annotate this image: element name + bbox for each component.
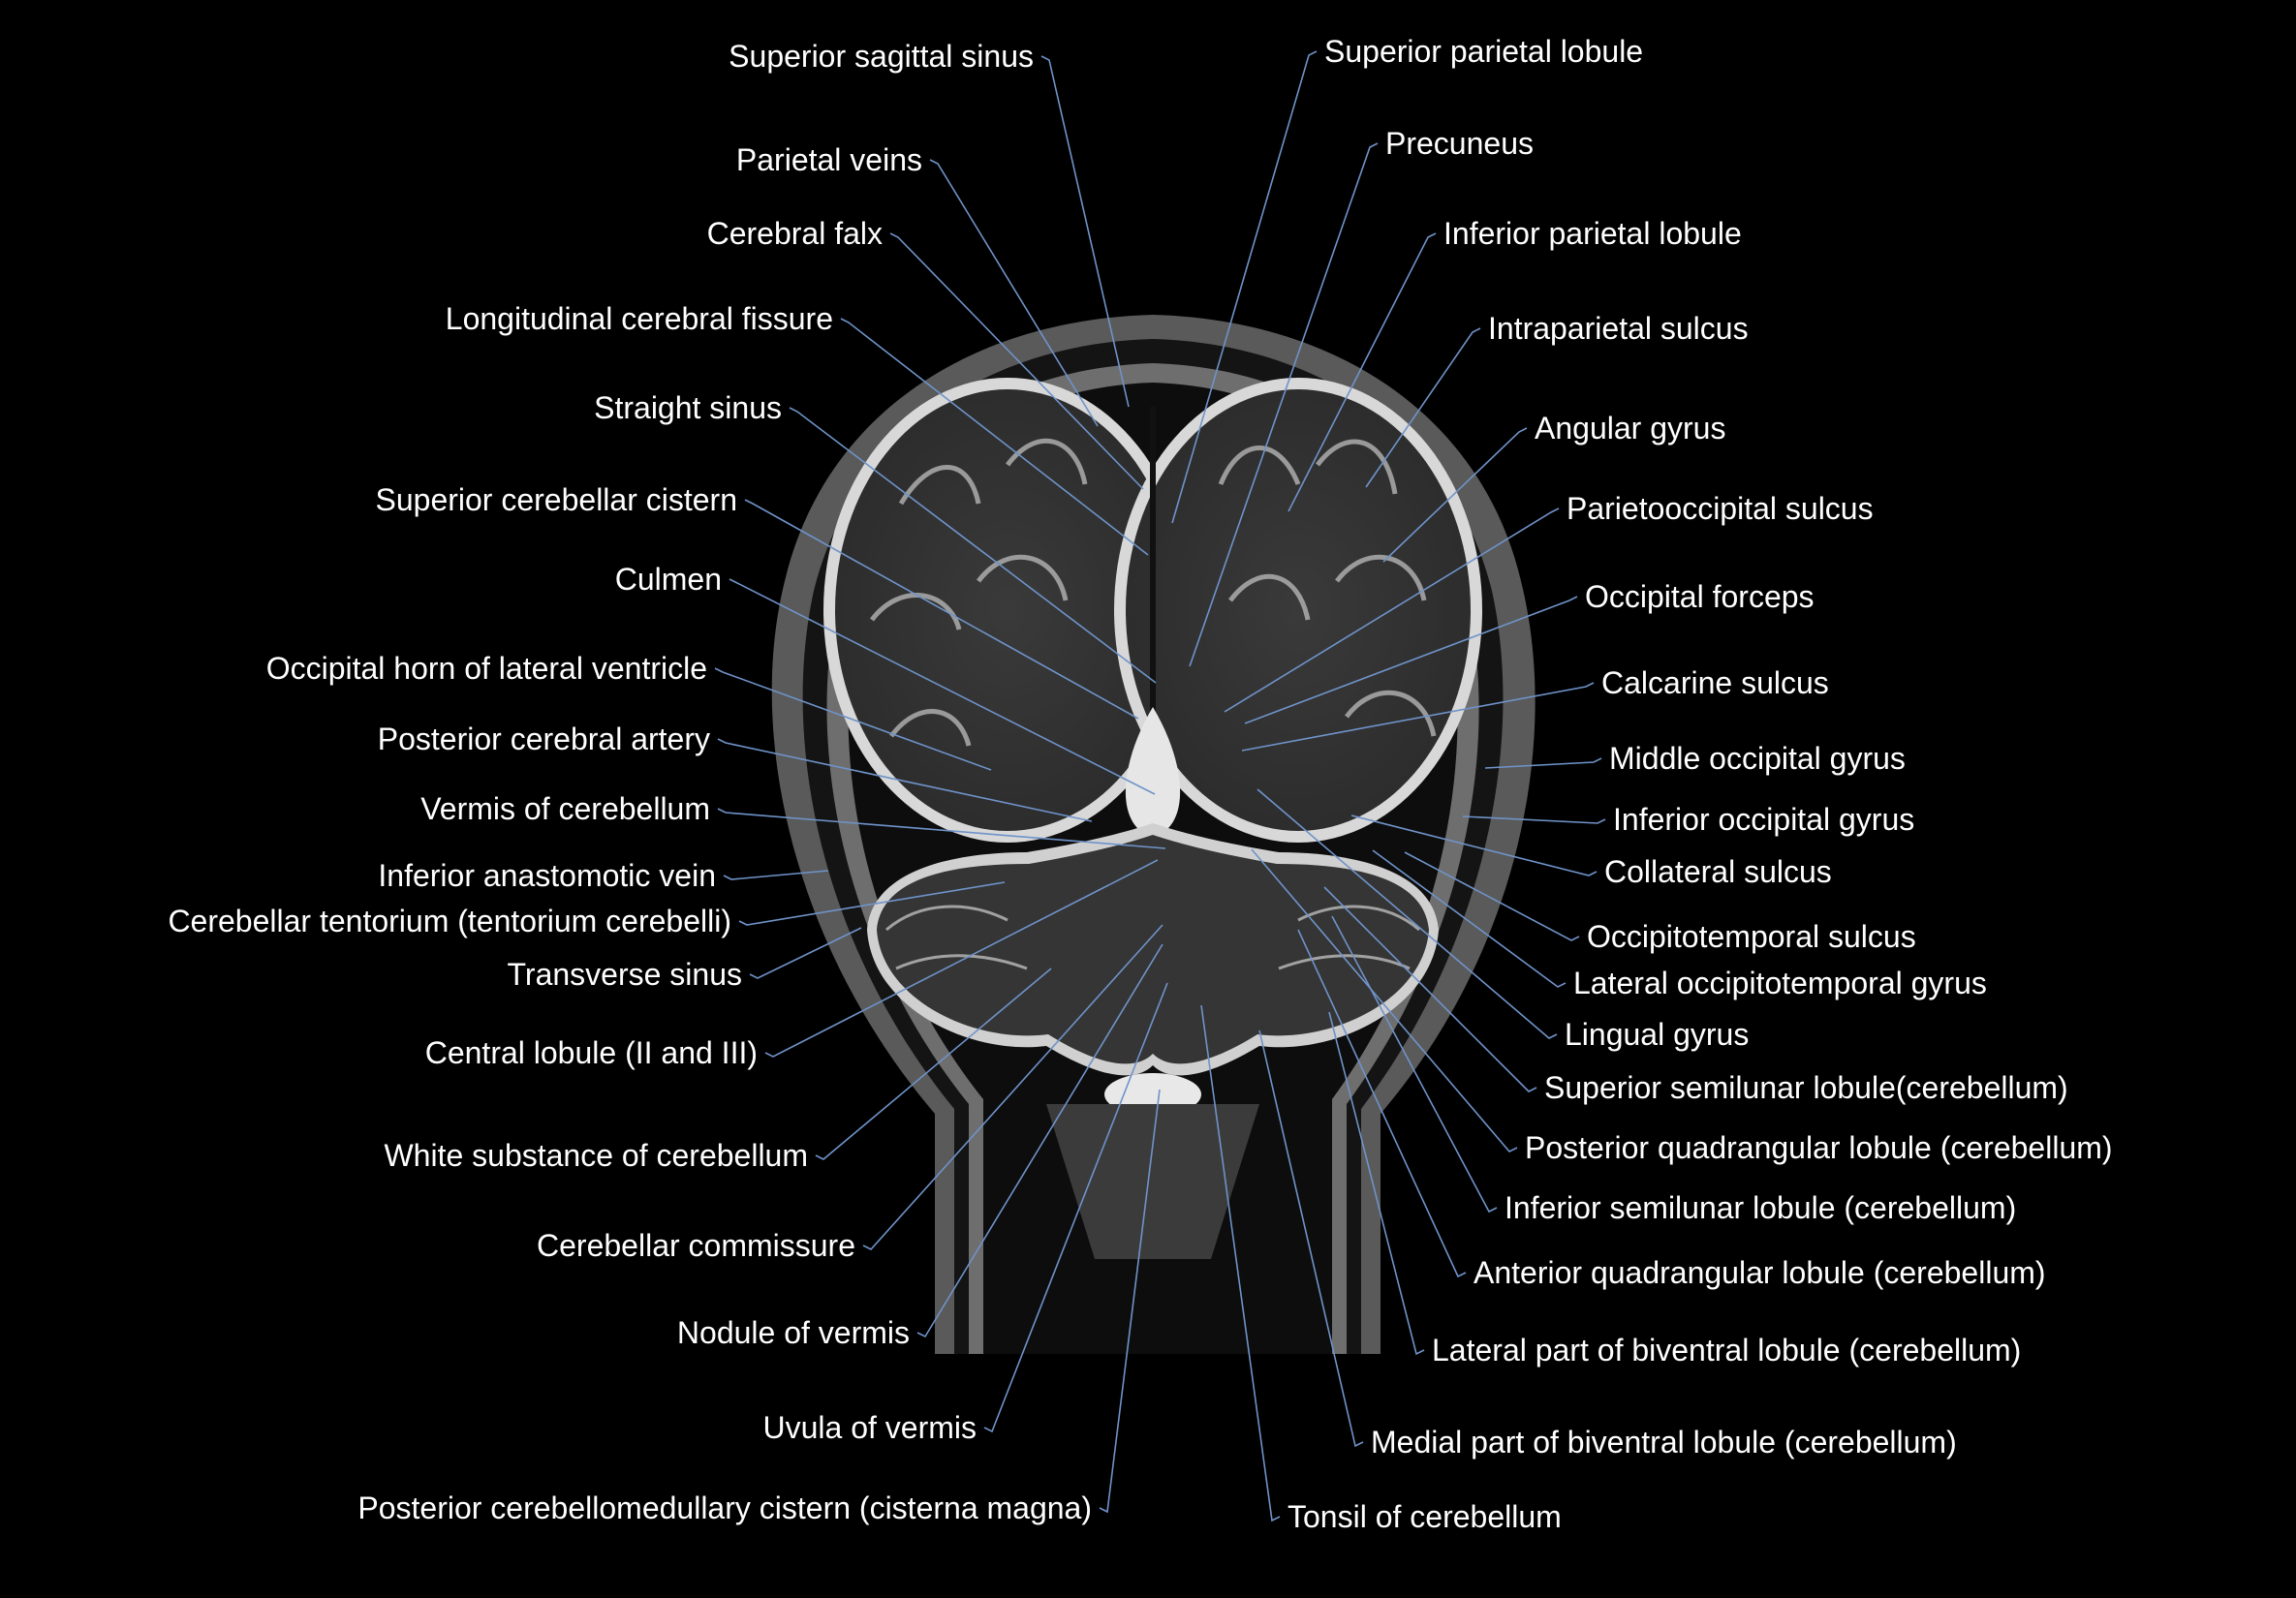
label-inferior-parietal-lobule: Inferior parietal lobule xyxy=(1443,216,1742,251)
label-occipital-horn-of-lateral-ventricle: Occipital horn of lateral ventricle xyxy=(265,651,707,686)
leader-line-parietal-veins xyxy=(929,159,1099,427)
label-angular-gyrus: Angular gyrus xyxy=(1535,411,1726,446)
label-longitudinal-cerebral-fissure: Longitudinal cerebral fissure xyxy=(445,301,833,336)
label-inferior-anastomotic-vein: Inferior anastomotic vein xyxy=(378,858,716,893)
leader-line-intraparietal-sulcus xyxy=(1365,327,1481,488)
leader-line-occipital-horn-of-lateral-ventricle xyxy=(714,667,992,771)
leader-line-inferior-semilunar-lobule-cerebellum xyxy=(1331,915,1498,1214)
label-superior-semilunar-lobule-cerebellum: Superior semilunar lobule(cerebellum) xyxy=(1544,1070,2068,1105)
label-parietal-veins: Parietal veins xyxy=(735,142,922,177)
leader-line-precuneus xyxy=(1189,142,1379,667)
leader-line-lateral-occipitotemporal-gyrus xyxy=(1372,849,1567,988)
leader-line-nodule-of-vermis xyxy=(916,943,1164,1338)
leader-line-central-lobule-ii-and-iii xyxy=(764,859,1159,1058)
leader-line-posterior-cerebral-artery xyxy=(717,738,1093,822)
leader-line-superior-sagittal-sinus xyxy=(1040,55,1130,408)
leader-line-posterior-cerebellomedullary-cistern-cisterna-magna xyxy=(1099,1089,1161,1514)
label-occipitotemporal-sulcus: Occipitotemporal sulcus xyxy=(1587,919,1916,954)
leader-line-parietooccipital-sulcus xyxy=(1224,507,1560,713)
leader-line-superior-cerebellar-cistern xyxy=(744,499,1139,720)
leader-line-superior-parietal-lobule xyxy=(1171,50,1318,524)
leader-line-tonsil-of-cerebellum xyxy=(1200,1004,1281,1522)
leader-line-cerebellar-tentorium-tentorium-cerebelli xyxy=(738,881,1006,926)
leader-line-cerebellar-commissure xyxy=(862,924,1164,1250)
leader-line-inferior-occipital-gyrus xyxy=(1462,815,1606,824)
label-medial-part-of-biventral-lobule-cerebellum: Medial part of biventral lobule (cerebel… xyxy=(1371,1425,1957,1460)
label-calcarine-sulcus: Calcarine sulcus xyxy=(1601,665,1829,700)
leader-line-anterior-quadrangular-lobule-cerebellum xyxy=(1297,929,1467,1278)
label-parietooccipital-sulcus: Parietooccipital sulcus xyxy=(1567,491,1874,526)
label-transverse-sinus: Transverse sinus xyxy=(507,957,742,992)
leader-line-collateral-sulcus xyxy=(1350,814,1598,876)
leader-line-white-substance-of-cerebellum xyxy=(815,968,1052,1160)
label-posterior-quadrangular-lobule-cerebellum: Posterior quadrangular lobule (cerebellu… xyxy=(1525,1130,2113,1165)
label-posterior-cerebellomedullary-cistern-cisterna-magna: Posterior cerebellomedullary cistern (ci… xyxy=(357,1490,1092,1525)
label-lateral-part-of-biventral-lobule-cerebellum: Lateral part of biventral lobule (cerebe… xyxy=(1432,1333,2022,1368)
label-white-substance-of-cerebellum: White substance of cerebellum xyxy=(384,1138,808,1173)
label-posterior-cerebral-artery: Posterior cerebral artery xyxy=(377,722,710,756)
leader-line-inferior-parietal-lobule xyxy=(1288,232,1437,512)
leader-line-calcarine-sulcus xyxy=(1241,682,1595,752)
label-superior-sagittal-sinus: Superior sagittal sinus xyxy=(729,39,1034,74)
leader-line-superior-semilunar-lobule-cerebellum xyxy=(1323,886,1537,1092)
label-intraparietal-sulcus: Intraparietal sulcus xyxy=(1488,311,1749,346)
label-central-lobule-ii-and-iii: Central lobule (II and III) xyxy=(424,1035,758,1070)
leader-line-longitudinal-cerebral-fissure xyxy=(840,318,1149,556)
leader-line-lateral-part-of-biventral-lobule-cerebellum xyxy=(1328,1011,1425,1356)
leader-lines xyxy=(714,50,1606,1522)
label-uvula-of-vermis: Uvula of vermis xyxy=(762,1410,977,1445)
label-cerebellar-tentorium-tentorium-cerebelli: Cerebellar tentorium (tentorium cerebell… xyxy=(168,904,731,938)
label-straight-sinus: Straight sinus xyxy=(594,390,782,425)
label-superior-cerebellar-cistern: Superior cerebellar cistern xyxy=(375,482,738,517)
leader-line-medial-part-of-biventral-lobule-cerebellum xyxy=(1258,1029,1364,1448)
label-middle-occipital-gyrus: Middle occipital gyrus xyxy=(1609,741,1906,776)
label-vermis-of-cerebellum: Vermis of cerebellum xyxy=(420,791,710,826)
label-precuneus: Precuneus xyxy=(1385,126,1534,161)
label-cerebellar-commissure: Cerebellar commissure xyxy=(537,1228,855,1263)
leader-line-middle-occipital-gyrus xyxy=(1484,757,1602,769)
label-tonsil-of-cerebellum: Tonsil of cerebellum xyxy=(1288,1499,1562,1534)
label-lateral-occipitotemporal-gyrus: Lateral occipitotemporal gyrus xyxy=(1573,966,1987,1000)
label-collateral-sulcus: Collateral sulcus xyxy=(1604,854,1832,889)
label-nodule-of-vermis: Nodule of vermis xyxy=(676,1315,910,1350)
leader-line-vermis-of-cerebellum xyxy=(717,808,1166,849)
leader-line-inferior-anastomotic-vein xyxy=(723,870,829,880)
label-culmen: Culmen xyxy=(614,562,722,597)
leader-line-culmen xyxy=(729,578,1156,795)
label-anterior-quadrangular-lobule-cerebellum: Anterior quadrangular lobule (cerebellum… xyxy=(1474,1255,2046,1290)
leader-line-transverse-sinus xyxy=(749,927,862,979)
label-occipital-forceps: Occipital forceps xyxy=(1585,579,1815,614)
label-superior-parietal-lobule: Superior parietal lobule xyxy=(1324,34,1644,69)
leader-line-posterior-quadrangular-lobule-cerebellum xyxy=(1251,848,1518,1152)
leader-line-occipital-forceps xyxy=(1244,596,1578,724)
leader-line-uvula-of-vermis xyxy=(983,982,1168,1433)
label-inferior-semilunar-lobule-cerebellum: Inferior semilunar lobule (cerebellum) xyxy=(1505,1190,2017,1225)
leader-line-lingual-gyrus xyxy=(1257,788,1558,1039)
label-lingual-gyrus: Lingual gyrus xyxy=(1565,1017,1750,1052)
label-cerebral-falx: Cerebral falx xyxy=(706,216,883,251)
leader-line-occipitotemporal-sulcus xyxy=(1404,851,1580,941)
leader-line-angular-gyrus xyxy=(1382,427,1528,563)
leader-line-cerebral-falx xyxy=(889,232,1144,490)
leader-line-straight-sinus xyxy=(789,407,1157,684)
label-inferior-occipital-gyrus: Inferior occipital gyrus xyxy=(1613,802,1915,837)
